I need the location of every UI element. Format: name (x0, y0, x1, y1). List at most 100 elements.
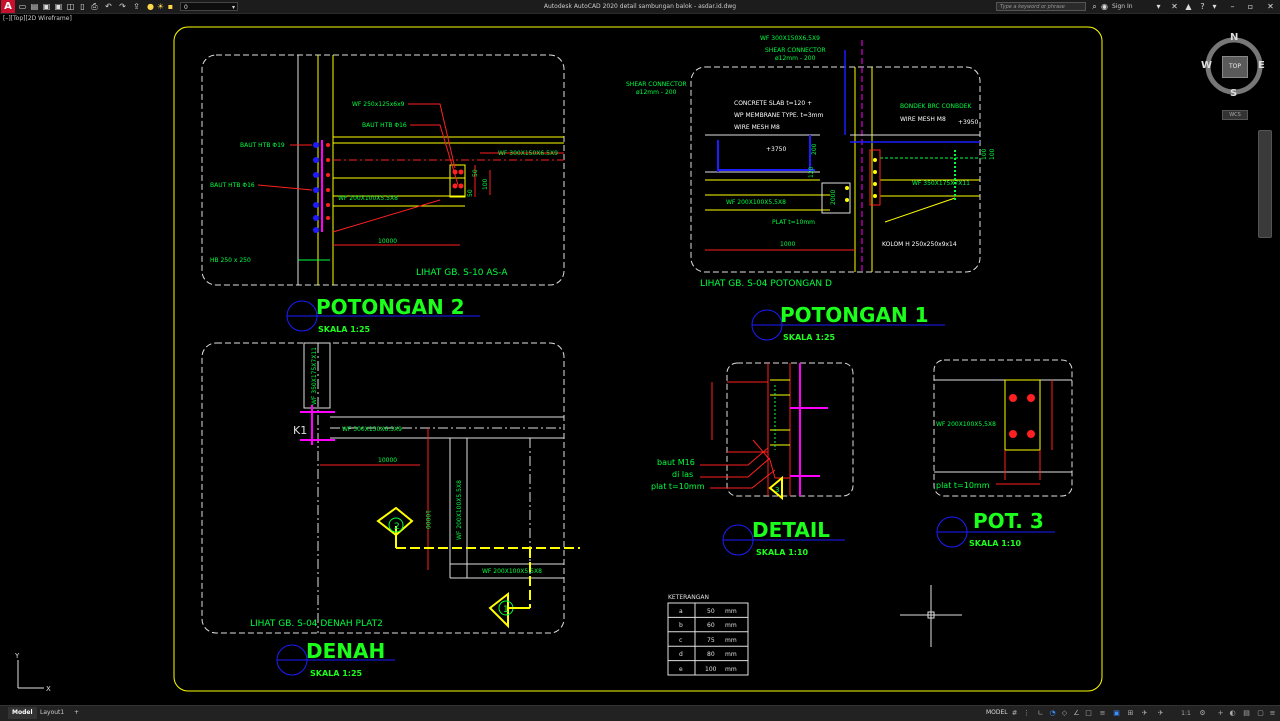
share-icon[interactable]: ⇪ (133, 2, 140, 11)
saveas-icon[interactable]: ▣ (54, 2, 63, 11)
viewcube-compass-ring[interactable] (1205, 37, 1263, 95)
label-baut-htb-16: BAUT HTB Φ16 (362, 122, 407, 129)
add-layout-button[interactable]: + (74, 709, 80, 716)
legend-unit: mm (725, 622, 737, 629)
label-wf200-h: WF 200X100X5.5X8 (482, 568, 542, 575)
legend-unit: mm (725, 666, 737, 673)
view-scale: SKALA 1:25 (783, 333, 836, 342)
new-icon[interactable]: ▭ (18, 2, 27, 11)
osnap-icon[interactable]: □ (1085, 709, 1092, 717)
viewport-controls[interactable]: [–][Top][2D Wireframe] (3, 15, 72, 22)
compass-north[interactable]: N (1230, 32, 1239, 43)
open-icon[interactable]: ▤ (30, 2, 39, 11)
tab-model[interactable]: Model (8, 707, 37, 719)
autocad-logo-button[interactable]: A (1, 0, 15, 13)
save-icon[interactable]: ▣ (42, 2, 51, 11)
pot-3-title: POT. 3 SKALA 1:10 (936, 509, 1055, 548)
grid-icon[interactable]: # (1011, 709, 1018, 717)
hardware-acceleration-icon[interactable]: ▤ (1243, 709, 1250, 717)
gear-icon[interactable]: ⚙ (1199, 709, 1206, 717)
minimize-icon[interactable]: – (1230, 2, 1235, 11)
plus-icon[interactable]: + (1217, 709, 1224, 717)
clean-screen-icon[interactable]: ▢ (1257, 709, 1264, 717)
tab-layout1[interactable]: Layout1 (40, 709, 65, 716)
dimension-100: 100 (482, 178, 489, 190)
reference-note: LIHAT GB. S-04 POTONGAN D (700, 279, 832, 289)
label-wf300: WF 300X150X6.5X9 (498, 150, 558, 157)
legend-value: 100 (705, 666, 717, 673)
dimension-100b: 100 (981, 148, 988, 160)
layer-value: 0 (184, 4, 188, 11)
label-wire-mesh: WIRE MESH M8 (734, 124, 780, 131)
tracking-icon[interactable]: ∠ (1073, 709, 1080, 717)
layer-dropdown[interactable]: 0▾ (180, 2, 238, 11)
wcs-menu[interactable]: WCS (1222, 110, 1248, 120)
legend-value: 80 (707, 651, 715, 658)
sun-icon[interactable]: ☀ (156, 2, 165, 11)
transparency-icon[interactable]: ▣ (1113, 709, 1120, 717)
chevron-down-icon[interactable]: ▾ (1156, 2, 1161, 11)
dimension-50a: 50 (467, 189, 474, 197)
autodesk-icon[interactable]: ▲ (1185, 2, 1192, 11)
isolate-icon[interactable]: ◐ (1229, 709, 1236, 717)
lock-icon[interactable]: ▪ (167, 2, 174, 11)
view-title: POTONGAN 1 (780, 303, 929, 327)
label-wf200-v: WF 200X100X5.5X8 (456, 480, 463, 540)
compass-east[interactable]: E (1258, 60, 1265, 71)
isodraft-icon[interactable]: ◇ (1061, 709, 1068, 717)
ucs-icon (17, 660, 44, 689)
customization-icon[interactable]: ≡ (1269, 709, 1276, 717)
web-icon[interactable]: ◫ (66, 2, 75, 11)
viewcube-top-face[interactable]: TOP (1222, 56, 1248, 78)
section-tag-1: 1 (503, 605, 509, 615)
potongan-2-view: WF 250x125x6x9 BAUT HTB Φ16 BAUT HTB Φ19… (201, 54, 565, 286)
model-space-button[interactable]: MODEL (986, 709, 1008, 716)
label-concrete-slab: CONCRETE SLAB t=120 + (734, 100, 812, 107)
label-wf200: WF 200X100X5,5X8 (936, 421, 996, 428)
chevron-down-icon: ▾ (231, 4, 235, 11)
legend-value: 60 (707, 622, 715, 629)
undo-icon[interactable]: ↶ (105, 2, 112, 11)
sign-in-link[interactable]: Sign In (1112, 3, 1133, 10)
maximize-icon[interactable]: ▫ (1247, 2, 1254, 11)
ortho-icon[interactable]: ∟ (1037, 709, 1044, 717)
polar-icon[interactable]: ◔ (1049, 709, 1056, 717)
close-icon[interactable]: ✕ (1267, 2, 1274, 11)
potongan-1-view: WF 300X150X6,5X9 SHEAR CONNECTOR ø12mm -… (626, 35, 996, 289)
label-bondek: BONDEK BRC CONBDEK (900, 103, 972, 110)
snap-icon[interactable]: ⋮ (1023, 709, 1030, 717)
legend-unit: mm (725, 608, 737, 615)
legend-key: a (679, 608, 683, 615)
view-title: DETAIL (752, 518, 830, 542)
label-membrane: WP MEMBRANE TYPE. t=3mm (734, 112, 824, 119)
print-icon[interactable]: ⎙ (91, 2, 98, 11)
mobile-icon[interactable]: ▯ (80, 2, 85, 11)
annotation-visibility-icon[interactable]: ✈ (1157, 709, 1164, 717)
view-scale: SKALA 1:10 (756, 548, 809, 557)
chevron-down-icon[interactable]: ▾ (1212, 2, 1217, 11)
help-icon[interactable]: ? (1200, 2, 1205, 11)
search-icon[interactable]: ⌕ (1092, 2, 1097, 11)
dimension-10000-v: 10000 (424, 510, 431, 529)
drawing-canvas[interactable]: WF 250x125x6x9 BAUT HTB Φ16 BAUT HTB Φ19… (0, 14, 1280, 705)
lineweight-icon[interactable]: ≡ (1099, 709, 1106, 717)
legend-key: e (679, 666, 683, 673)
label-wf200: WF 200X100X5,5X8 (726, 199, 786, 206)
compass-west[interactable]: W (1201, 60, 1213, 71)
lightbulb-icon[interactable]: ● (147, 2, 154, 11)
annotation-scale[interactable]: 1:1 (1181, 710, 1191, 717)
selection-cycling-icon[interactable]: ⊞ (1127, 709, 1134, 717)
search-input[interactable]: Type a keyword or phrase (996, 2, 1086, 11)
redo-icon[interactable]: ↷ (119, 2, 126, 11)
compass-south[interactable]: S (1230, 88, 1238, 99)
exchange-icon[interactable]: ✕ (1171, 2, 1178, 11)
keterangan-legend: KETERANGAN a 50 mm b 60 mm c 75 mm d 80 … (667, 594, 749, 676)
dimension-1000: 1000 (780, 241, 795, 248)
dimension-10000-h: 10000 (378, 457, 397, 464)
label-k1: K1 (293, 424, 307, 437)
annotation-icon[interactable]: ✈ (1141, 709, 1148, 717)
navigation-bar[interactable] (1258, 130, 1272, 238)
view-title: POTONGAN 2 (316, 295, 465, 319)
user-icon: ◉ (1101, 2, 1108, 11)
dimension-200: 200 (811, 143, 818, 155)
